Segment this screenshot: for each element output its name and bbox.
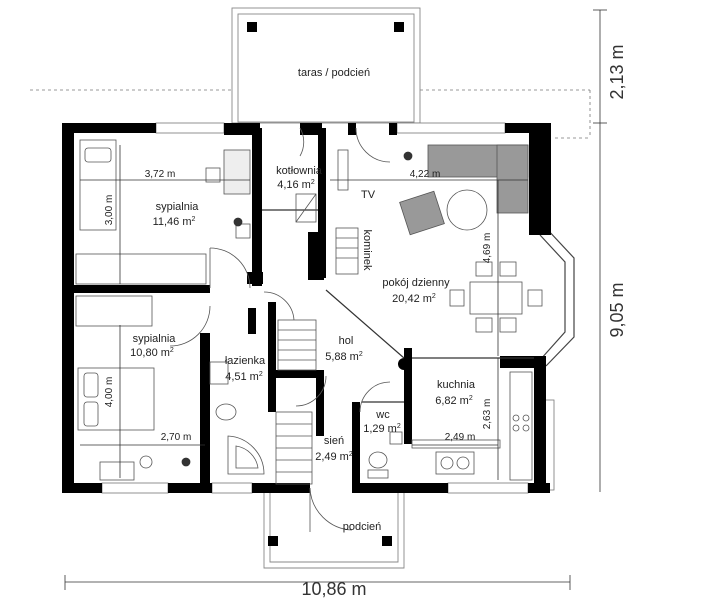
room-area-bedroom2: 10,80 m2 xyxy=(130,347,174,359)
dim-kitchen-width: 2,49 m xyxy=(445,432,476,443)
dim-bedroom1-width: 3,72 m xyxy=(145,169,176,180)
room-area-kitchen: 6,82 m2 xyxy=(435,395,473,407)
kitchen-fixtures xyxy=(411,371,533,481)
room-name-sien: sień xyxy=(324,435,344,447)
dim-bedroom1-depth: 3,00 m xyxy=(104,195,115,226)
dim-living-width: 4,22 m xyxy=(410,169,441,180)
plot-lines xyxy=(30,89,591,139)
room-name-living: pokój dzienny xyxy=(382,277,450,289)
fireplace xyxy=(335,149,359,275)
porch-outline xyxy=(263,488,405,569)
room-area-bedroom1: 11,46 m2 xyxy=(153,216,196,228)
room-name-wc: wc xyxy=(375,409,390,421)
dimension-lines xyxy=(64,9,607,590)
bedroom1-furniture xyxy=(75,139,251,285)
wc-fixtures xyxy=(367,431,403,479)
bathroom-fixtures xyxy=(209,361,265,475)
boiler xyxy=(295,193,317,223)
dim-living-depth: 4,69 m xyxy=(482,233,493,264)
thin-partitions xyxy=(262,209,534,403)
living-furniture xyxy=(399,144,543,333)
room-name-bedroom1: sypialnia xyxy=(156,201,200,213)
room-name-bathroom: łazienka xyxy=(225,355,266,367)
dimension-labels: 3,72 m 3,00 m 4,00 m 2,70 m 4,22 m 4,69 … xyxy=(104,44,627,599)
room-labels: taras / podcień kotłownia 4,16 m2 sypial… xyxy=(130,67,476,533)
room-name-porch: podcień xyxy=(343,521,382,533)
dim-bedroom2-depth: 4,00 m xyxy=(104,377,115,408)
porch-columns xyxy=(268,536,392,546)
room-name-kitchen: kuchnia xyxy=(437,379,476,391)
bedroom2-furniture xyxy=(75,295,155,481)
room-area-wc: 1,29 m2 xyxy=(363,423,401,435)
terrace-outline xyxy=(231,7,421,124)
room-area-kotlownia: 4,16 m2 xyxy=(277,179,315,191)
room-name-kotlownia: kotłownia xyxy=(276,165,323,177)
walls xyxy=(62,123,551,493)
bay-window xyxy=(539,227,575,367)
terrace-columns xyxy=(247,22,404,32)
room-area-living: 20,42 m2 xyxy=(392,293,436,305)
room-name-hol: hol xyxy=(339,335,354,347)
doors xyxy=(169,127,391,532)
dim-overall-depth: 9,05 m xyxy=(607,282,627,337)
stairs xyxy=(275,319,317,485)
room-area-sien: 2,49 m2 xyxy=(315,451,353,463)
dim-kitchen-depth: 2,63 m xyxy=(482,399,493,430)
fireplace-label: kominek xyxy=(361,230,373,271)
room-name-bedroom2: sypialnia xyxy=(133,333,177,345)
tv-label: TV xyxy=(361,189,376,201)
dim-terrace-depth: 2,13 m xyxy=(607,44,627,99)
room-area-bathroom: 4,51 m2 xyxy=(225,371,263,383)
dim-bedroom2-width: 2,70 m xyxy=(161,432,192,443)
room-name-terrace: taras / podcień xyxy=(298,67,370,79)
plant-icons xyxy=(181,151,413,467)
room-area-hol: 5,88 m2 xyxy=(325,351,363,363)
dim-overall-width: 10,86 m xyxy=(301,579,366,599)
